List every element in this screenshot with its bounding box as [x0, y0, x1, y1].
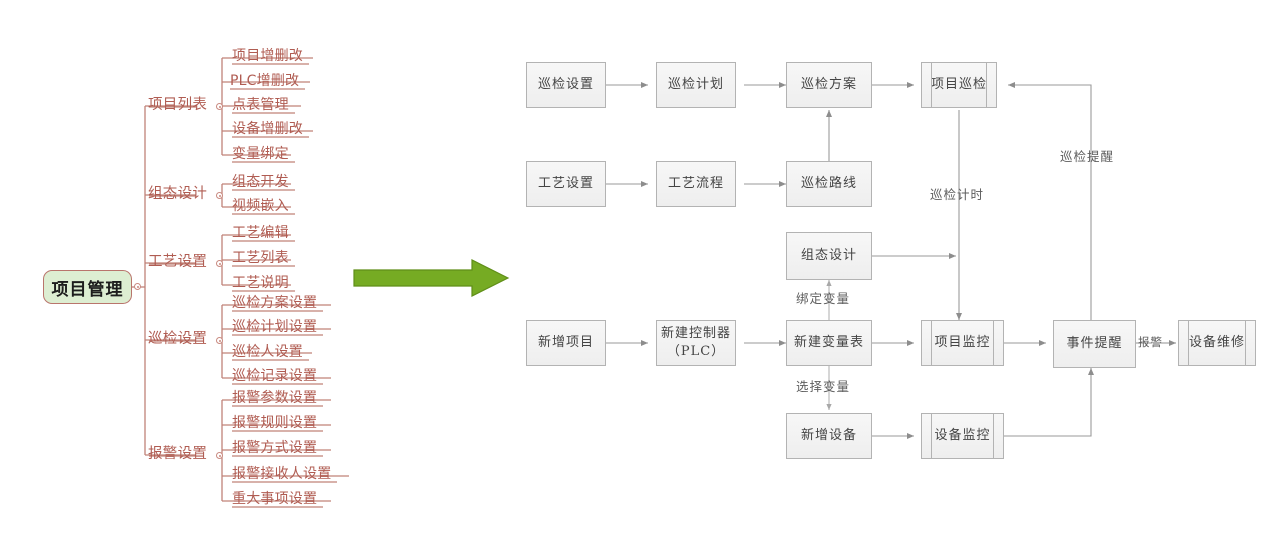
mindmap-branch-3[interactable]: 巡检设置	[148, 331, 208, 347]
flow-node-label: 事件提醒	[1066, 336, 1123, 352]
edge-label-alarm: 报警	[1138, 335, 1163, 349]
flow-node-label: 项目监控	[934, 335, 991, 351]
edge-label-patrol-remind: 巡检提醒	[1060, 149, 1115, 164]
flow-node-new-tag-table[interactable]: 新建变量表	[786, 320, 872, 366]
mindmap-leaf-2-0[interactable]: 工艺编辑	[232, 225, 289, 241]
flow-node-label: 新增项目	[537, 335, 594, 351]
mindmap-leaf-3-1[interactable]: 巡检计划设置	[232, 319, 318, 335]
flow-node-hmi-design[interactable]: 组态设计	[786, 232, 872, 280]
mindmap-leaf-2-1[interactable]: 工艺列表	[232, 250, 289, 266]
mindmap-leaf-3-2[interactable]: 巡检人设置	[232, 344, 303, 360]
mindmap-leaf-1-0[interactable]: 组态开发	[232, 174, 289, 190]
mindmap-leaf-2-2[interactable]: 工艺说明	[232, 275, 289, 291]
flow-node-label: 设备监控	[934, 428, 991, 444]
collapse-toggle-branch-2-icon[interactable]	[216, 260, 223, 267]
flow-node-label: 巡检方案	[800, 77, 857, 93]
mindmap-leaf-0-0[interactable]: 项目增删改	[232, 48, 303, 64]
mindmap-branch-1[interactable]: 组态设计	[148, 186, 208, 202]
flow-node-label: 巡检路线	[800, 176, 857, 192]
mindmap-leaf-3-3[interactable]: 巡检记录设置	[232, 368, 318, 384]
flow-node-device-repair[interactable]: 设备维修	[1178, 320, 1256, 366]
mindmap-leaf-0-2[interactable]: 点表管理	[232, 97, 289, 113]
flow-node-event-alert[interactable]: 事件提醒	[1053, 320, 1136, 368]
flow-node-label-line1: 新建控制器	[660, 326, 731, 342]
flow-node-process-flow[interactable]: 工艺流程	[656, 161, 736, 207]
flow-node-label: 组态设计	[800, 248, 857, 264]
flow-node-label: 设备维修	[1188, 335, 1245, 351]
flow-node-project-patrol[interactable]: 项目巡检	[921, 62, 997, 108]
flow-node-patrol-scheme[interactable]: 巡检方案	[786, 62, 872, 108]
flow-node-label: 巡检设置	[537, 77, 594, 93]
mindmap-branch-0[interactable]: 项目列表	[148, 97, 208, 113]
flow-node-project-monitor[interactable]: 项目监控	[921, 320, 1004, 366]
flow-node-device-monitor[interactable]: 设备监控	[921, 413, 1004, 459]
mindmap-root-label: 项目管理	[51, 279, 124, 300]
flow-node-label: 新增设备	[800, 428, 857, 444]
flow-node-patrol-route[interactable]: 巡检路线	[786, 161, 872, 207]
mindmap-leaf-0-1[interactable]: PLC增删改	[230, 73, 300, 89]
flow-node-label-line2: （PLC）	[666, 344, 726, 359]
flow-node-process-settings[interactable]: 工艺设置	[526, 161, 606, 207]
edge-label-select-variable: 选择变量	[796, 379, 851, 394]
flow-node-label: 项目巡检	[930, 77, 987, 93]
mindmap-branch-4[interactable]: 报警设置	[148, 446, 208, 462]
mindmap-leaf-4-0[interactable]: 报警参数设置	[232, 390, 318, 406]
edge-label-bind-variable: 绑定变量	[796, 291, 851, 306]
flow-node-label: 工艺流程	[667, 176, 724, 192]
mindmap-leaf-3-0[interactable]: 巡检方案设置	[232, 295, 318, 311]
collapse-toggle-branch-0-icon[interactable]	[216, 103, 223, 110]
flow-node-label: 巡检计划	[667, 77, 724, 93]
mindmap-leaf-4-3[interactable]: 报警接收人设置	[232, 466, 332, 482]
mindmap-leaf-4-1[interactable]: 报警规则设置	[232, 415, 318, 431]
flow-node-patrol-settings[interactable]: 巡检设置	[526, 62, 606, 108]
mindmap-root-node[interactable]: 项目管理	[43, 270, 132, 304]
mindmap-leaf-1-1[interactable]: 视频嵌入	[232, 198, 289, 214]
collapse-toggle-root-icon[interactable]	[134, 283, 141, 290]
mindmap-leaf-0-3[interactable]: 设备增删改	[232, 121, 303, 137]
mindmap-leaf-4-2[interactable]: 报警方式设置	[232, 440, 318, 456]
mindmap-branch-2[interactable]: 工艺设置	[148, 254, 208, 270]
mindmap-leaf-0-4[interactable]: 变量绑定	[232, 146, 289, 162]
edge-label-patrol-timer: 巡检计时	[930, 187, 985, 202]
collapse-toggle-branch-4-icon[interactable]	[216, 452, 223, 459]
green-right-arrow-icon	[353, 259, 510, 297]
flow-node-label: 工艺设置	[537, 176, 594, 192]
collapse-toggle-branch-1-icon[interactable]	[216, 192, 223, 199]
flow-node-patrol-plan[interactable]: 巡检计划	[656, 62, 736, 108]
flow-node-new-controller[interactable]: 新建控制器 （PLC）	[656, 320, 736, 366]
flow-node-new-device[interactable]: 新增设备	[786, 413, 872, 459]
flow-node-new-project[interactable]: 新增项目	[526, 320, 606, 366]
collapse-toggle-branch-3-icon[interactable]	[216, 337, 223, 344]
mindmap-leaf-4-4[interactable]: 重大事项设置	[232, 491, 318, 507]
flow-node-label: 新建变量表	[793, 335, 864, 351]
